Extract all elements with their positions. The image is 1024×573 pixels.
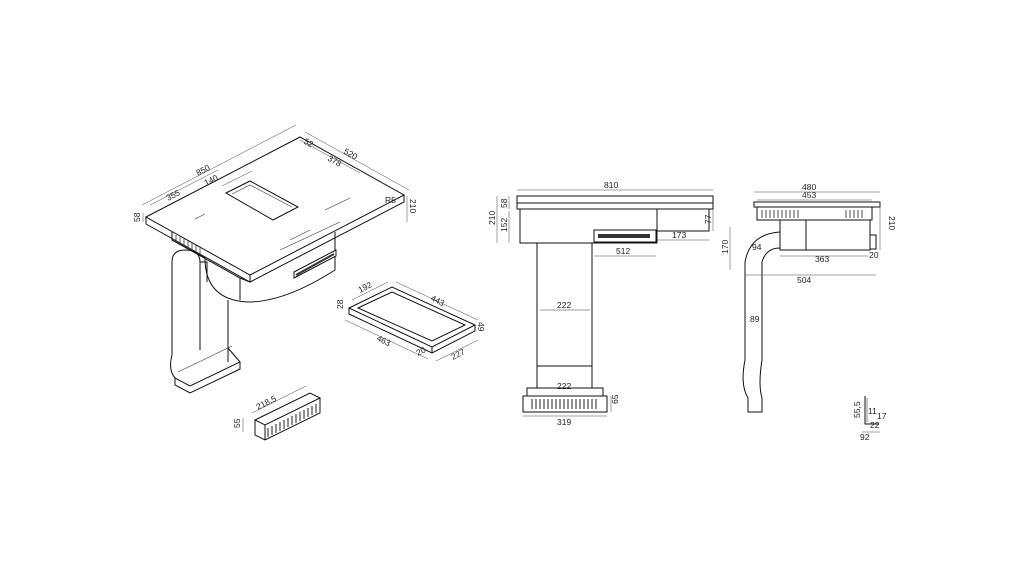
dim-r5: R5: [385, 195, 396, 205]
dim-210-iso: 210: [408, 199, 418, 213]
dim-22: 22: [870, 420, 880, 430]
dim-210-front: 210: [487, 211, 497, 225]
dim-89: 89: [750, 314, 760, 324]
dim-210-side: 210: [887, 216, 897, 230]
side-elevation-view: 480 453 210 170 94 363 20 504 89: [720, 182, 897, 413]
dim-55: 55: [232, 418, 242, 428]
dim-58-front: 58: [499, 198, 509, 208]
dim-20: 20: [414, 344, 427, 357]
dim-173: 173: [672, 230, 686, 240]
grille-view: 218,5 55: [232, 385, 322, 441]
dim-2185: 218,5: [254, 393, 278, 412]
dim-152: 152: [499, 218, 509, 232]
dim-222-upper: 222: [557, 300, 571, 310]
dim-49: 49: [476, 322, 486, 332]
dim-463: 463: [375, 333, 392, 348]
dim-65: 65: [610, 394, 620, 404]
dim-28: 28: [335, 299, 345, 309]
dim-92: 92: [860, 432, 870, 442]
dim-810: 810: [604, 180, 618, 190]
tray-view: 192 443 28 463 49 20 227: [335, 279, 486, 361]
dim-555: 55,5: [852, 401, 862, 418]
dim-520: 520: [342, 146, 359, 162]
dim-11: 11: [868, 406, 877, 416]
dim-20-side: 20: [869, 250, 879, 260]
dim-192: 192: [356, 279, 373, 294]
dim-227: 227: [449, 346, 466, 361]
dim-170: 170: [720, 240, 730, 254]
front-elevation-view: 810 210 58 152 77 173 512 222 222 65 319: [487, 180, 714, 427]
isometric-cooktop-view: 850 520 378 52 140 355 58 R5 210: [132, 124, 418, 394]
dim-453: 453: [802, 190, 816, 200]
profile-detail-view: 55,5 11 17 22 92: [852, 396, 887, 442]
dim-504: 504: [797, 275, 811, 285]
dim-319: 319: [557, 417, 571, 427]
dim-512: 512: [616, 246, 630, 256]
dim-52: 52: [302, 136, 315, 149]
dim-480: 480: [802, 182, 816, 192]
dim-222-lower: 222: [557, 381, 571, 391]
dim-58: 58: [132, 212, 142, 222]
dim-77: 77: [703, 214, 713, 224]
dim-17: 17: [877, 411, 887, 421]
dim-363: 363: [815, 254, 829, 264]
dim-94: 94: [752, 242, 762, 252]
